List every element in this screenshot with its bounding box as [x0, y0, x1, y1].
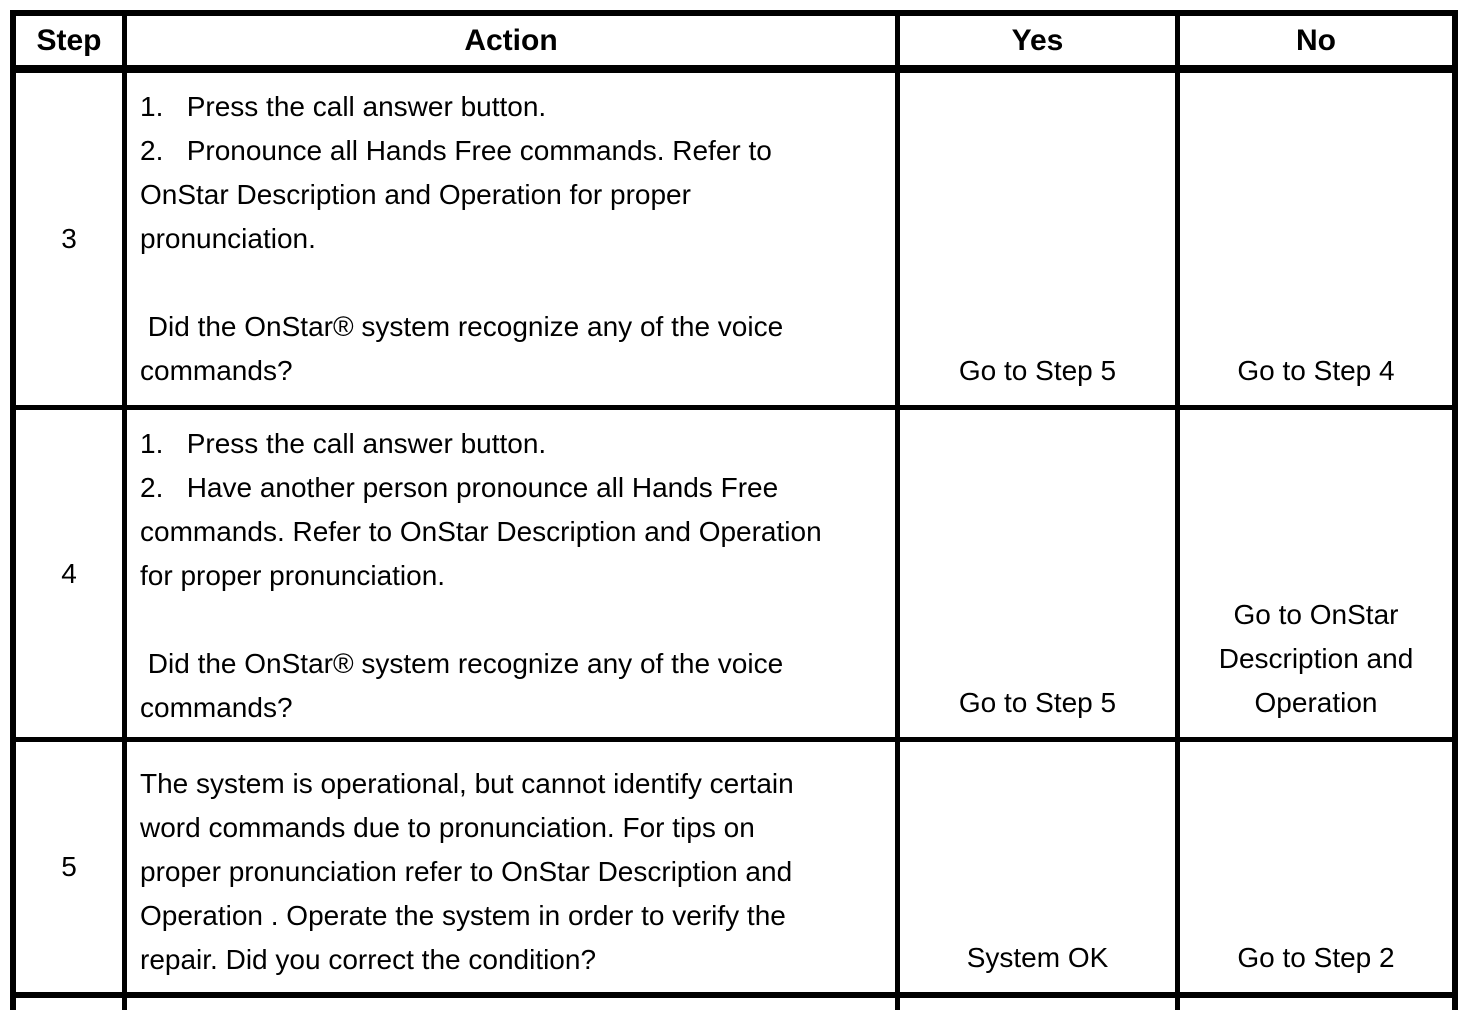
- header-cell-step: Step: [16, 16, 127, 73]
- header-no-label: No: [1296, 23, 1336, 57]
- cropped-row-stub: [900, 998, 1180, 1010]
- no-cell: Go to Step 2: [1180, 742, 1452, 998]
- header-cell-no: No: [1180, 16, 1452, 73]
- no-cell: Go to Step 4: [1180, 73, 1452, 410]
- no-cell: Go to OnStar Description and Operation: [1180, 410, 1452, 742]
- diagnostic-steps-table: Step Action Yes No 3 1. Press the call a…: [10, 10, 1458, 1010]
- step-number: 3: [61, 223, 77, 254]
- header-cell-yes: Yes: [900, 16, 1180, 73]
- no-value: Go to OnStar Description and Operation: [1218, 599, 1414, 718]
- action-cell: 1. Press the call answer button. 2. Pron…: [127, 73, 900, 410]
- header-step-label: Step: [36, 23, 102, 57]
- yes-cell: Go to Step 5: [900, 410, 1180, 742]
- cropped-row-stub: [1180, 998, 1452, 1010]
- cropped-row-stub: [127, 998, 900, 1010]
- header-action-label: Action: [464, 23, 558, 57]
- step-number: 5: [61, 851, 77, 882]
- yes-value: Go to Step 5: [958, 687, 1117, 718]
- step-number-cell: 5: [16, 742, 127, 998]
- yes-cell: Go to Step 5: [900, 73, 1180, 410]
- yes-cell: System OK: [900, 742, 1180, 998]
- step-number-cell: 3: [16, 73, 127, 410]
- step-number-cell: 4: [16, 410, 127, 742]
- no-value: Go to Step 4: [1237, 355, 1395, 386]
- yes-value: System OK: [966, 942, 1109, 973]
- header-cell-action: Action: [127, 16, 900, 73]
- step-number: 4: [61, 557, 77, 589]
- action-cell: The system is operational, but cannot id…: [127, 742, 900, 998]
- no-value: Go to Step 2: [1237, 942, 1395, 973]
- header-yes-label: Yes: [1011, 23, 1064, 57]
- action-cell: 1. Press the call answer button. 2. Have…: [127, 410, 900, 742]
- yes-value: Go to Step 5: [958, 355, 1117, 386]
- cropped-row-stub: [16, 998, 127, 1010]
